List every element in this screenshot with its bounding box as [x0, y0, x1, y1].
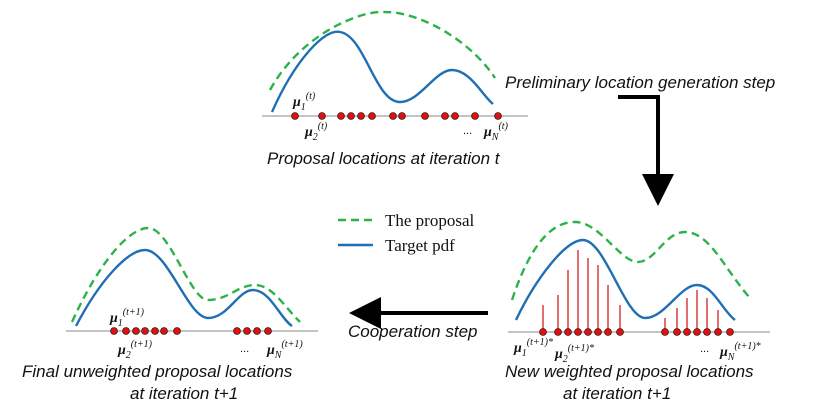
prelim-step-arrow [618, 95, 674, 206]
legend-proposal-label: The proposal [385, 211, 475, 230]
left-target-curve [74, 248, 293, 327]
left-panel: μ1(t+1) μ2(t+1) ... μN(t+1) Final unweig… [22, 226, 318, 403]
right-caption-line1: New weighted proposal locations [505, 362, 754, 381]
top-mu2-label: μ2(t) [304, 121, 328, 143]
legend-target-label: Target pdf [385, 236, 455, 255]
left-caption-line2: at iteration t+1 [130, 384, 238, 403]
coop-step-label: Cooperation step [348, 322, 477, 341]
right-weight-stems [542, 250, 719, 332]
left-mu1-label: μ1(t+1) [109, 307, 145, 329]
left-proposal-curve [70, 226, 301, 323]
prelim-step-label: Preliminary location generation step [505, 73, 775, 92]
top-proposal-curve [268, 10, 497, 91]
right-proposal-curve [510, 220, 751, 301]
top-muN-label: μN(t) [483, 121, 509, 143]
top-mu1-label: μ1(t) [292, 91, 316, 113]
left-ellipsis: ... [240, 343, 249, 355]
top-proposal-points [291, 112, 502, 120]
left-mu2-label: μ2(t+1) [117, 339, 153, 361]
left-proposal-points [110, 327, 272, 335]
right-proposal-points [539, 328, 734, 336]
left-muN-label: μN(t+1) [266, 339, 303, 361]
top-panel: μ1(t) μ2(t) ... μN(t) Proposal locations… [262, 10, 528, 168]
left-caption-line1: Final unweighted proposal locations [22, 362, 293, 381]
right-muN-label: μN(t+1)* [719, 341, 761, 363]
top-target-curve [270, 30, 494, 113]
right-mu1-label: μ1(t+1)* [513, 337, 553, 359]
top-caption: Proposal locations at iteration t [267, 149, 501, 168]
legend: The proposal Target pdf [338, 211, 475, 255]
right-mu2-label: μ2(t+1)* [554, 343, 594, 365]
top-ellipsis: ... [463, 125, 472, 137]
right-target-curve [514, 238, 736, 321]
right-ellipsis: ... [700, 343, 709, 355]
right-panel: μ1(t+1)* μ2(t+1)* ... μN(t+1)* New weigh… [505, 220, 770, 403]
right-caption-line2: at iteration t+1 [563, 384, 671, 403]
